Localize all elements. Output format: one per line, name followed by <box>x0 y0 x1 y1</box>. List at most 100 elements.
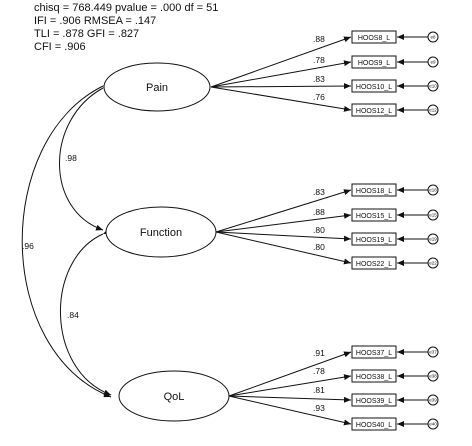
loading-label: .81 <box>313 385 325 395</box>
indicator: HOOS40_L e40 <box>351 417 439 431</box>
correlation-pain-function <box>59 81 111 231</box>
loading-label: .93 <box>313 403 325 413</box>
indicator: HOOS37_L e37 <box>351 345 439 359</box>
loading-arrow <box>228 374 352 397</box>
indicator-box <box>351 183 397 197</box>
indicator: HOOS38_L e38 <box>351 369 439 383</box>
latent-pain-group: .88 .78 .83 .76 Pain HOOS8_L e8 HOOS9_L … <box>103 30 439 117</box>
error-circle <box>427 418 439 430</box>
error-circle <box>427 257 439 269</box>
loading-label: .78 <box>313 366 325 376</box>
indicator-box <box>351 208 397 222</box>
pain-loading-paths <box>210 36 352 112</box>
latent-ellipse-function <box>105 206 217 258</box>
fit-statistics: chisq = 768.449 pvalue = .000 df = 51 IF… <box>34 2 218 53</box>
indicator: HOOS22_L e22 <box>351 256 439 270</box>
latent-label-function: Function <box>140 227 182 239</box>
indicator-label: HOOS39_L <box>356 398 392 405</box>
indicator: HOOS8_L e8 <box>351 30 439 44</box>
error-label: e10 <box>429 84 437 89</box>
latent-label-qol: QoL <box>164 391 185 403</box>
error-circle <box>427 233 439 245</box>
loading-arrow <box>210 60 352 88</box>
fit-stat-line: CFI = .906 <box>34 41 86 53</box>
indicator-label: HOOS18_L <box>356 188 392 195</box>
loading-label: .88 <box>313 34 325 44</box>
indicator-box <box>351 345 397 359</box>
latent-qol-group: .91 .78 .81 .93 QoL HOOS37_L e37 HOOS38_… <box>118 345 439 431</box>
latent-ellipse-qol <box>118 370 230 422</box>
error-label: e39 <box>429 398 437 403</box>
indicator-label: HOOS9_L <box>358 60 390 67</box>
loading-label: .78 <box>313 55 325 65</box>
error-circle <box>427 209 439 221</box>
error-circle <box>427 56 439 68</box>
correlation-label: .98 <box>65 153 77 163</box>
indicator-box <box>351 369 397 383</box>
error-circle <box>427 31 439 43</box>
indicator-label: HOOS8_L <box>358 35 390 42</box>
loading-arrow <box>228 351 352 397</box>
error-label: e12 <box>429 108 437 113</box>
indicator-label: HOOS19_L <box>356 237 392 244</box>
loading-arrow <box>215 231 352 265</box>
indicator-label: HOOS12_L <box>356 108 392 115</box>
correlation-function-qol <box>60 228 112 396</box>
loading-label: .83 <box>313 187 325 197</box>
qol-loading-paths <box>228 351 352 426</box>
indicator-box <box>351 256 397 270</box>
loading-arrow <box>210 83 352 90</box>
error-label: e22 <box>429 261 437 266</box>
loading-arrow <box>215 189 352 233</box>
error-circle <box>427 104 439 116</box>
indicator-label: HOOS15_L <box>356 213 392 220</box>
function-loading-paths <box>215 189 352 265</box>
error-circle <box>427 346 439 358</box>
factor-correlations <box>21 80 112 398</box>
loading-label: .80 <box>313 225 325 235</box>
error-label: e15 <box>429 213 437 218</box>
fit-stat-line: IFI = .906 RMSEA = .147 <box>34 15 156 27</box>
latent-function-group: .83 .88 .80 .80 Function HOOS18_L e18 HO… <box>105 183 439 270</box>
error-label: e18 <box>429 188 437 193</box>
loading-arrow <box>215 231 352 242</box>
indicator: HOOS12_L e12 <box>351 103 439 117</box>
indicator-label: HOOS38_L <box>356 374 392 381</box>
indicator-label: HOOS22_L <box>356 261 392 268</box>
indicator-label: HOOS37_L <box>356 350 392 357</box>
loading-label: .80 <box>313 242 325 252</box>
indicator: HOOS39_L e39 <box>351 393 439 407</box>
loading-label: .91 <box>313 348 325 358</box>
error-label: e8 <box>430 35 436 40</box>
indicator-box <box>351 55 397 69</box>
correlation-label: .96 <box>22 241 34 251</box>
indicator: HOOS15_L e15 <box>351 208 439 222</box>
loading-label: .83 <box>313 74 325 84</box>
indicator: HOOS9_L e9 <box>351 55 439 69</box>
latent-label-pain: Pain <box>146 82 168 94</box>
loading-arrow <box>228 395 352 403</box>
error-label: e38 <box>429 374 437 379</box>
error-label: e19 <box>429 237 437 242</box>
indicator-box <box>351 232 397 246</box>
indicator-box <box>351 393 397 407</box>
indicator: HOOS18_L e18 <box>351 183 439 197</box>
correlation-label: .84 <box>67 310 79 320</box>
loading-arrow <box>215 212 352 233</box>
loading-label: .76 <box>313 92 325 102</box>
indicator: HOOS19_L e19 <box>351 232 439 246</box>
error-label: e9 <box>430 60 436 65</box>
indicator-box <box>351 30 397 44</box>
latent-ellipse-pain <box>103 62 211 112</box>
loading-label: .88 <box>313 207 325 217</box>
loading-arrow <box>210 86 352 112</box>
error-circle <box>427 184 439 196</box>
loading-arrow <box>210 36 352 88</box>
indicator-box <box>351 79 397 93</box>
fit-stat-line: chisq = 768.449 pvalue = .000 df = 51 <box>34 2 218 14</box>
indicator: HOOS10_L e10 <box>351 79 439 93</box>
correlation-pain-qol <box>21 80 112 398</box>
error-circle <box>427 394 439 406</box>
indicator-box <box>351 417 397 431</box>
